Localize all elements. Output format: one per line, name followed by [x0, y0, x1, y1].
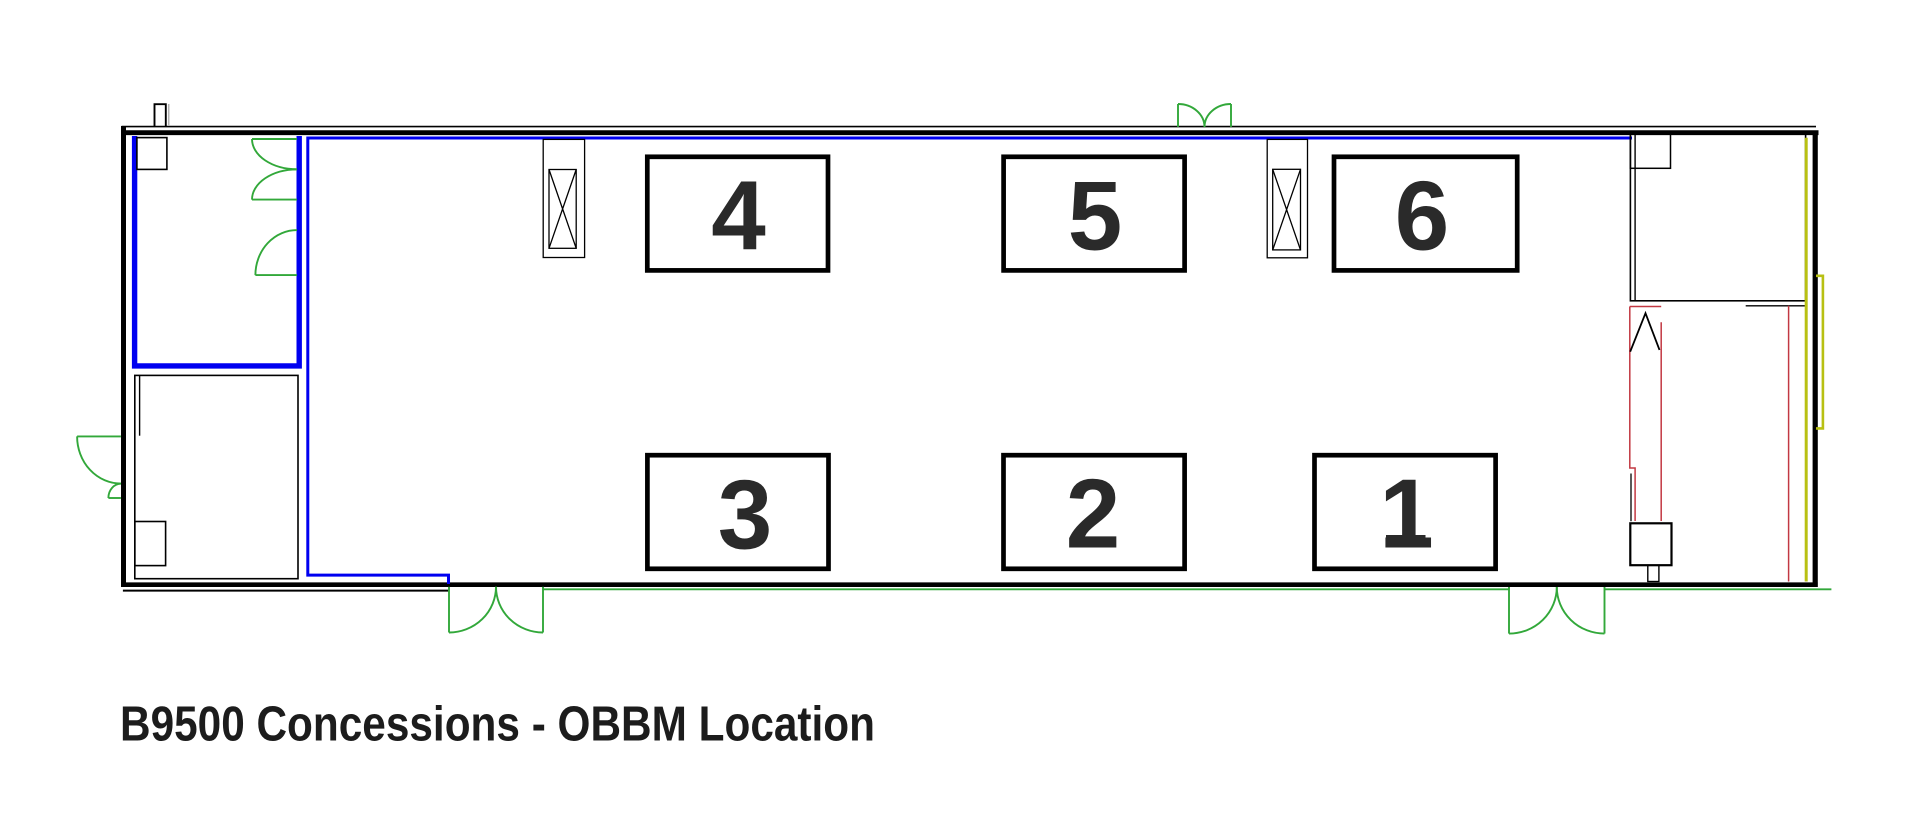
svg-text:4: 4 — [711, 160, 766, 270]
svg-text:2: 2 — [1066, 459, 1121, 569]
svg-text:1: 1 — [1379, 459, 1434, 569]
svg-text:B9500 Concessions - OBBM Locat: B9500 Concessions - OBBM Location — [120, 698, 875, 752]
svg-text:3: 3 — [718, 459, 773, 569]
svg-text:5: 5 — [1068, 160, 1123, 270]
svg-text:6: 6 — [1395, 160, 1450, 270]
